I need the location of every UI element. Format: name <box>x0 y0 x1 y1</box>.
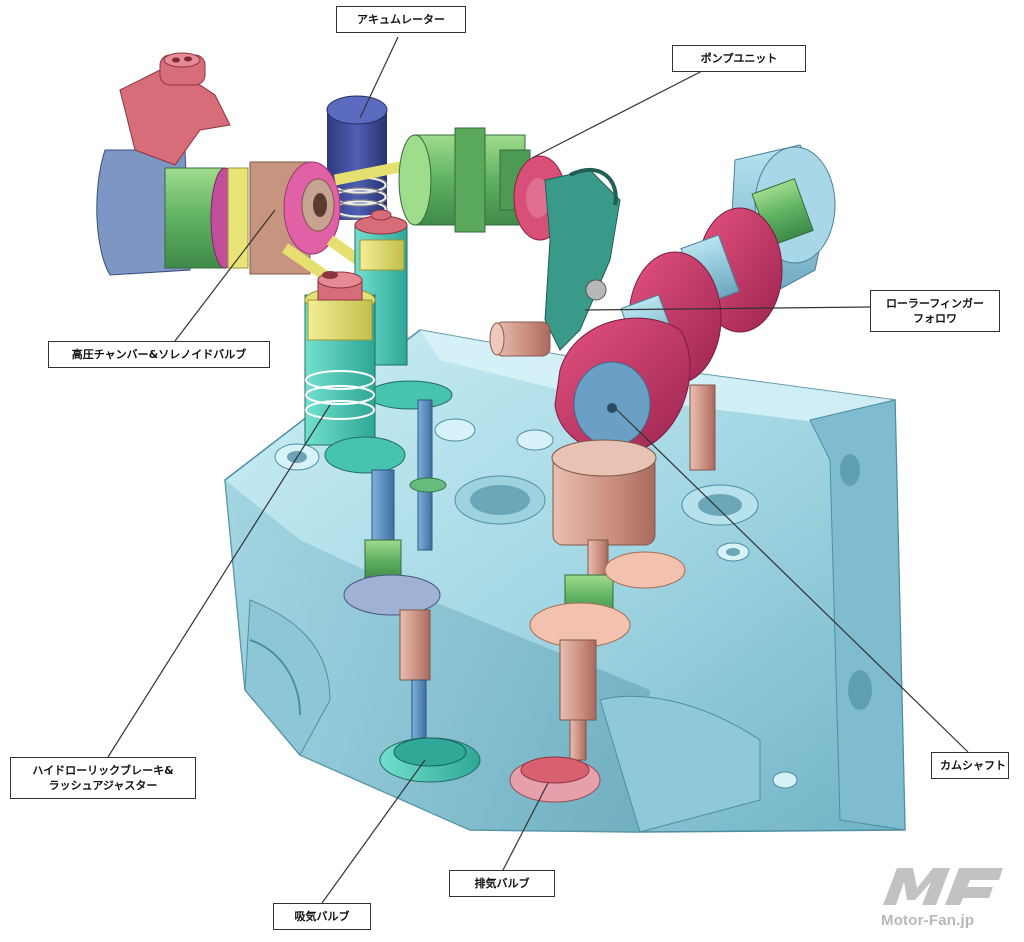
label-hydraulic-lash-adjuster: ハイドローリックブレーキ& ラッシュアジャスター <box>10 757 196 799</box>
label-camshaft-text: カムシャフト <box>940 759 1006 772</box>
label-chamber-solenoid: 高圧チャンバー&ソレノイドバルブ <box>48 341 270 368</box>
label-exhaust-valve: 排気バルブ <box>449 870 555 897</box>
intake-valve-train <box>304 209 481 783</box>
pump-unit <box>398 127 621 357</box>
label-roller-line2: フォロワ <box>913 312 957 325</box>
label-exhaust-valve-text: 排気バルブ <box>474 877 530 890</box>
label-roller-line1: ローラーフィンガー <box>885 297 985 310</box>
label-intake-valve: 吸気バルブ <box>273 903 371 930</box>
motor-fan-logo <box>883 868 1003 905</box>
label-accumulator: アキュムレーター <box>336 6 466 33</box>
label-camshaft: カムシャフト <box>931 752 1009 779</box>
label-roller-finger-follower: ローラーフィンガー フォロワ <box>870 290 1000 332</box>
solenoid-assembly <box>96 52 412 290</box>
label-hla-line1: ハイドローリックブレーキ& <box>32 764 174 777</box>
label-hla-line2: ラッシュアジャスター <box>48 779 158 792</box>
label-accumulator-text: アキュムレーター <box>357 13 445 26</box>
leader-lines <box>107 36 969 904</box>
watermark-site-text: Motor-Fan.jp <box>881 912 975 929</box>
camshaft <box>551 144 836 546</box>
label-intake-valve-text: 吸気バルブ <box>294 910 350 923</box>
exhaust-valve-train <box>509 539 686 803</box>
label-pump-unit-text: ポンプユニット <box>700 52 778 65</box>
label-chamber-solenoid-text: 高圧チャンバー&ソレノイドバルブ <box>71 348 247 361</box>
label-pump-unit: ポンプユニット <box>672 45 806 72</box>
